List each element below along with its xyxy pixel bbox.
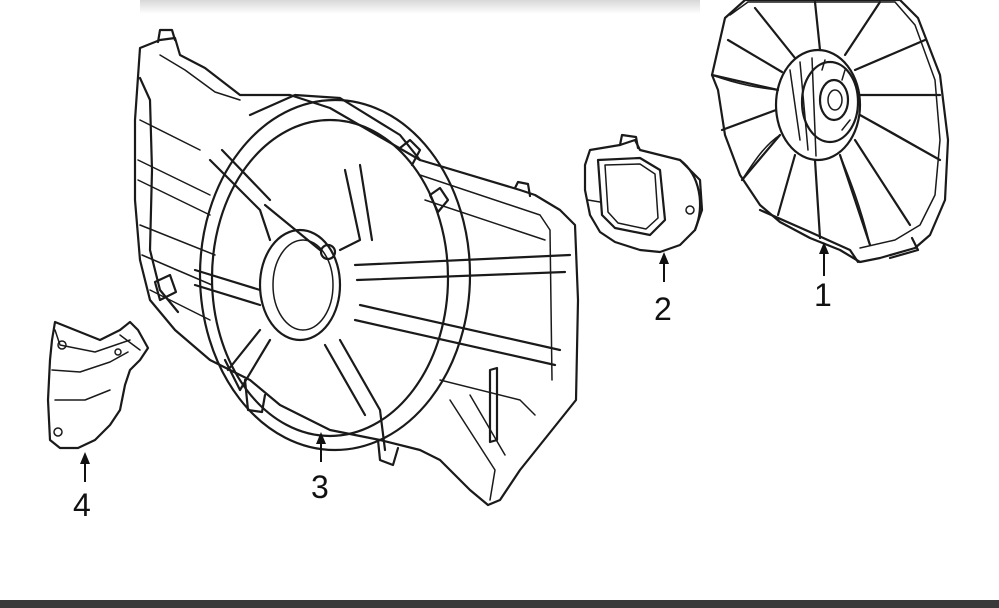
- callout-1: 1: [814, 242, 832, 313]
- bracket-part[interactable]: [46, 320, 150, 450]
- fan-shroud-part[interactable]: [133, 28, 580, 507]
- callout-2-arrowhead: [659, 252, 669, 264]
- cropped-top-edge: [140, 0, 700, 14]
- callout-2: 2: [654, 252, 672, 327]
- cooling-fan-part[interactable]: [710, 0, 950, 264]
- callout-1-label: 1: [814, 277, 832, 313]
- bottom-edge-bar: [0, 600, 999, 608]
- callout-4-arrowhead: [80, 452, 90, 464]
- callout-3-label: 3: [311, 469, 329, 505]
- callout-4-label: 4: [73, 487, 91, 523]
- fan-motor-part[interactable]: [583, 133, 704, 254]
- callout-3-arrowhead: [316, 432, 326, 444]
- callout-4: 4: [73, 452, 91, 523]
- callout-2-label: 2: [654, 291, 672, 327]
- callout-1-arrowhead: [819, 242, 829, 254]
- callout-3: 3: [311, 432, 329, 505]
